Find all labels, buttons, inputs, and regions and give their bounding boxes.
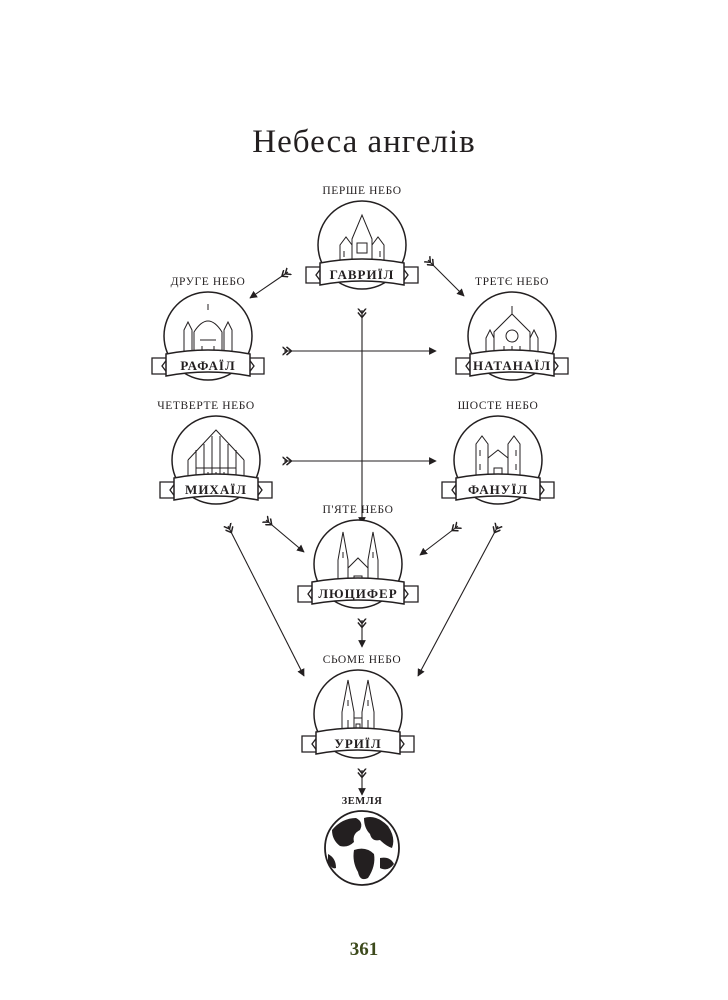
arrow-6-to-7	[417, 526, 498, 676]
ribbon-banner	[455, 349, 569, 377]
heaven-node-1: ПЕРШЕ НЕБО ГАВРИЇЛ	[305, 185, 419, 290]
angel-name-4: МИХАЇЛ	[185, 482, 247, 497]
ribbon-banner	[301, 727, 415, 755]
earth-label: ЗЕМЛЯ	[342, 796, 383, 807]
heaven-label-4: ЧЕТВЕРТЕ НЕБО	[157, 400, 255, 412]
ribbon-banner	[151, 349, 265, 377]
ribbon-banner	[297, 577, 419, 605]
angel-name-2: РАФАЇЛ	[180, 358, 235, 373]
angel-name-7: УРИЇЛ	[334, 736, 381, 751]
angel-name-3: НАТАНАЇЛ	[473, 358, 551, 373]
heaven-node-4: ЧЕТВЕРТЕ НЕБО МИХАЇЛ	[157, 400, 273, 505]
ribbon-banner	[305, 258, 419, 286]
heaven-node-6: ШОСТЕ НЕБО ФАНУЇЛ	[441, 400, 555, 505]
arrow-4-to-5	[266, 520, 304, 552]
connectors	[228, 260, 498, 795]
ribbon-banner	[441, 473, 555, 501]
heaven-label-6: ШОСТЕ НЕБО	[458, 400, 539, 412]
heaven-node-5: П'ЯТЕ НЕБО ЛЮЦИФЕР	[297, 504, 419, 609]
arrow-1-to-3	[428, 260, 464, 296]
heaven-node-7: СЬОМЕ НЕБО УРИЇЛ	[301, 654, 415, 759]
heaven-label-5: П'ЯТЕ НЕБО	[322, 504, 393, 516]
angel-name-6: ФАНУЇЛ	[468, 482, 528, 497]
arrow-1-to-2	[250, 272, 288, 299]
globe-icon	[324, 810, 400, 886]
heaven-label-1: ПЕРШЕ НЕБО	[322, 185, 401, 197]
angel-name-5: ЛЮЦИФЕР	[318, 586, 397, 601]
arrow-4-to-7	[228, 526, 305, 676]
angel-name-1: ГАВРИЇЛ	[330, 267, 395, 282]
ribbon-banner	[159, 473, 273, 501]
arrow-6-to-5	[420, 526, 458, 555]
heaven-node-2: ДРУГЕ НЕБО РАФАЇЛ	[151, 276, 265, 381]
heaven-node-3: ТРЕТЄ НЕБО НАТАНАЇЛ	[455, 276, 569, 381]
heaven-label-3: ТРЕТЄ НЕБО	[475, 276, 549, 288]
page-number: 361	[349, 939, 379, 960]
page-title: Небеса ангелів	[252, 124, 476, 160]
earth-node: ЗЕМЛЯ	[324, 796, 400, 886]
cathedral-icon	[330, 531, 386, 591]
heaven-label-2: ДРУГЕ НЕБО	[171, 276, 246, 288]
heaven-label-7: СЬОМЕ НЕБО	[323, 654, 402, 666]
